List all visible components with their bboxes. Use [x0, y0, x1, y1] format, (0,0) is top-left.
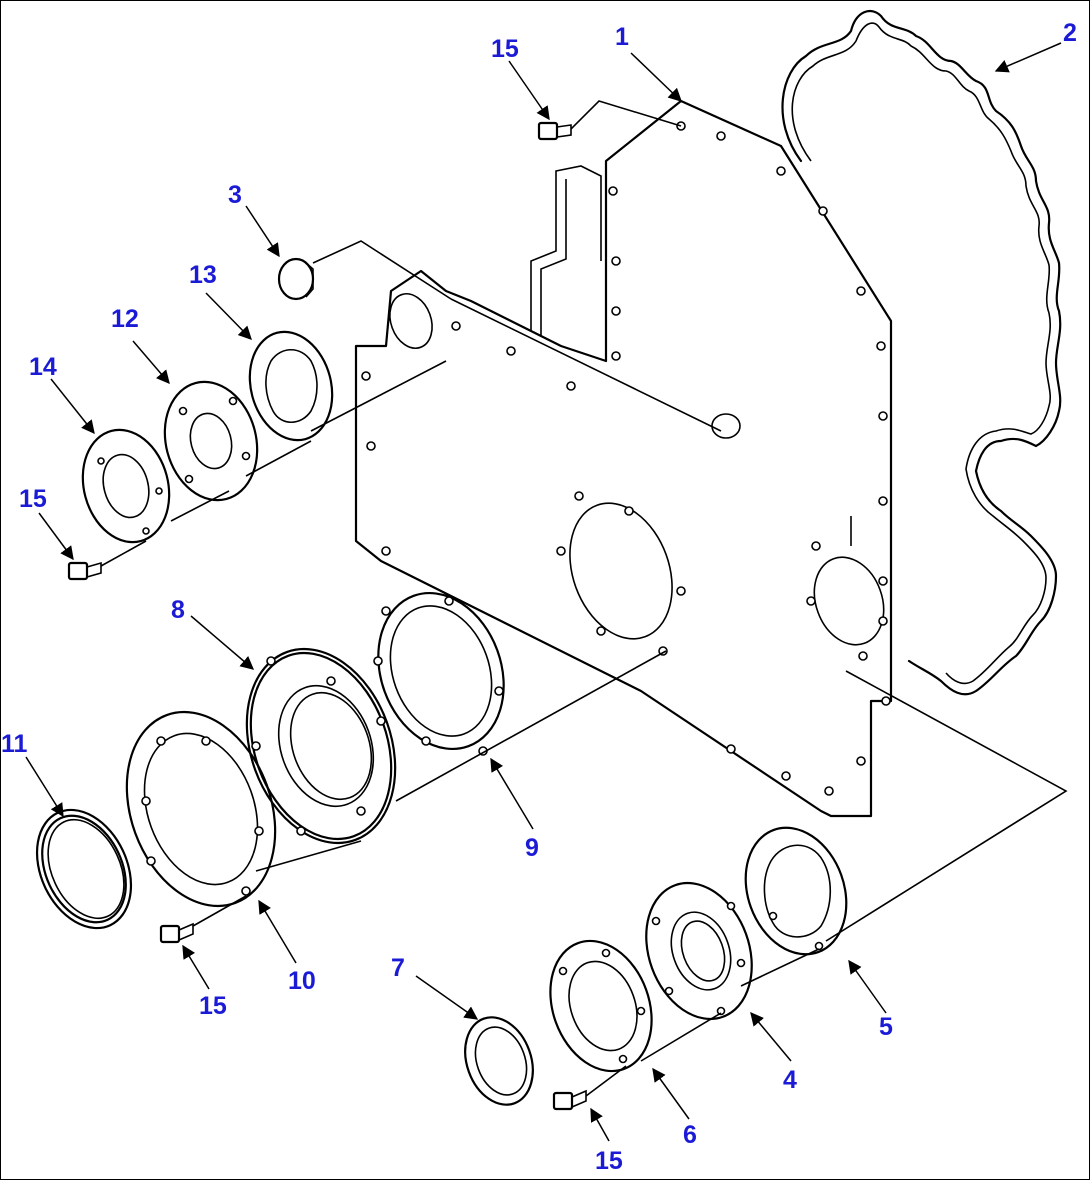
part-15-bolt-middle	[159, 922, 194, 944]
part-9-gasket	[373, 591, 505, 756]
callout-8: 8	[171, 596, 185, 624]
callout-11: 11	[1, 730, 28, 758]
callout-4: 4	[783, 1066, 797, 1094]
callout-2: 2	[1063, 19, 1077, 47]
callout-12: 12	[111, 305, 139, 333]
part-15-bolt-bottom	[552, 1089, 587, 1111]
callout-1: 1	[615, 23, 629, 51]
part-1-front-cover	[354, 99, 893, 818]
part-8-large-cover	[245, 647, 397, 845]
leader-arrows	[25, 42, 1062, 1142]
callout-14: 14	[29, 353, 57, 381]
callout-9: 9	[525, 834, 539, 862]
part-4-cover	[645, 881, 753, 1021]
callout-3: 3	[228, 181, 242, 209]
part-15-bolt-top	[537, 121, 572, 141]
callout-15-bottom: 15	[595, 1147, 623, 1175]
callouts: 1 2 15 3 13 12 14 15 8 11 9 10 15 7 5 4 …	[1, 19, 1077, 1175]
part-7-oil-seal	[464, 1016, 534, 1106]
assembly-lines	[100, 100, 1068, 1097]
callout-5: 5	[879, 1013, 893, 1041]
part-14-small-gasket	[81, 428, 171, 544]
part-15-bolt-left	[67, 561, 102, 581]
callout-10: 10	[288, 967, 316, 995]
part-2-wavy-gasket	[781, 9, 1062, 696]
callout-15-middle: 15	[199, 992, 227, 1020]
part-5-gasket	[744, 826, 848, 956]
callout-6: 6	[683, 1121, 697, 1149]
part-12-small-cover	[163, 380, 259, 502]
callout-15-left: 15	[19, 485, 47, 513]
callout-13: 13	[189, 261, 217, 289]
callout-15-top: 15	[491, 35, 519, 63]
part-10-large-gasket	[125, 710, 277, 908]
part-6-gasket	[549, 939, 653, 1073]
part-13-small-gasket	[248, 330, 334, 442]
part-3-plug	[277, 257, 315, 301]
callout-7: 7	[391, 954, 405, 982]
